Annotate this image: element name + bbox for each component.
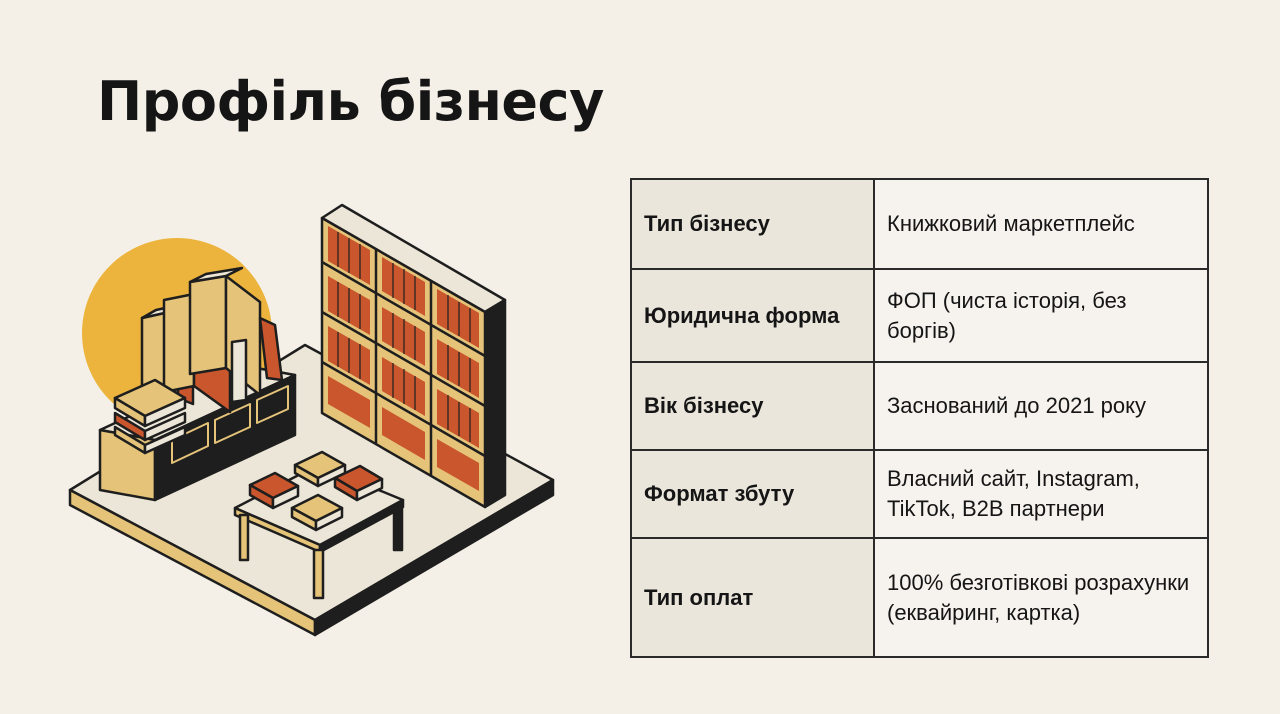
table-row: Юридична форма ФОП (чиста історія, без б… <box>630 268 1209 363</box>
row-label-sales-format: Формат збуту <box>630 449 875 539</box>
shelf-book-spines <box>337 232 471 442</box>
row-value-legal-form: ФОП (чиста історія, без боргів) <box>873 268 1209 363</box>
table-row: Вік бізнесу Заснований до 2021 року <box>630 361 1209 451</box>
standing-books <box>140 266 284 414</box>
row-label-payment-type: Тип оплат <box>630 537 875 658</box>
bookstore-illustration <box>68 203 555 637</box>
floor-right-edge <box>313 478 555 637</box>
row-label-legal-form: Юридична форма <box>630 268 875 363</box>
row-value-sales-format: Власний сайт, Instagram, TikTok, B2B пар… <box>873 449 1209 539</box>
bookcase <box>320 203 507 509</box>
row-value-business-type: Книжковий маркетплейс <box>873 178 1209 270</box>
table-row: Тип бізнесу Книжковий маркетплейс <box>630 178 1209 270</box>
table-row: Формат збуту Власний сайт, Instagram, Ti… <box>630 449 1209 539</box>
stacked-books <box>113 378 187 455</box>
row-label-business-age: Вік бізнесу <box>630 361 875 451</box>
page-title: Профіль бізнесу <box>97 70 604 133</box>
table-row: Тип оплат 100% безготівкові розрахунки (… <box>630 537 1209 658</box>
row-value-business-age: Заснований до 2021 року <box>873 361 1209 451</box>
table-books <box>248 450 384 532</box>
row-label-business-type: Тип бізнесу <box>630 178 875 270</box>
row-value-payment-type: 100% безготівкові розрахунки (еквайринг,… <box>873 537 1209 658</box>
business-profile-table: Тип бізнесу Книжковий маркетплейс Юридич… <box>630 178 1209 658</box>
